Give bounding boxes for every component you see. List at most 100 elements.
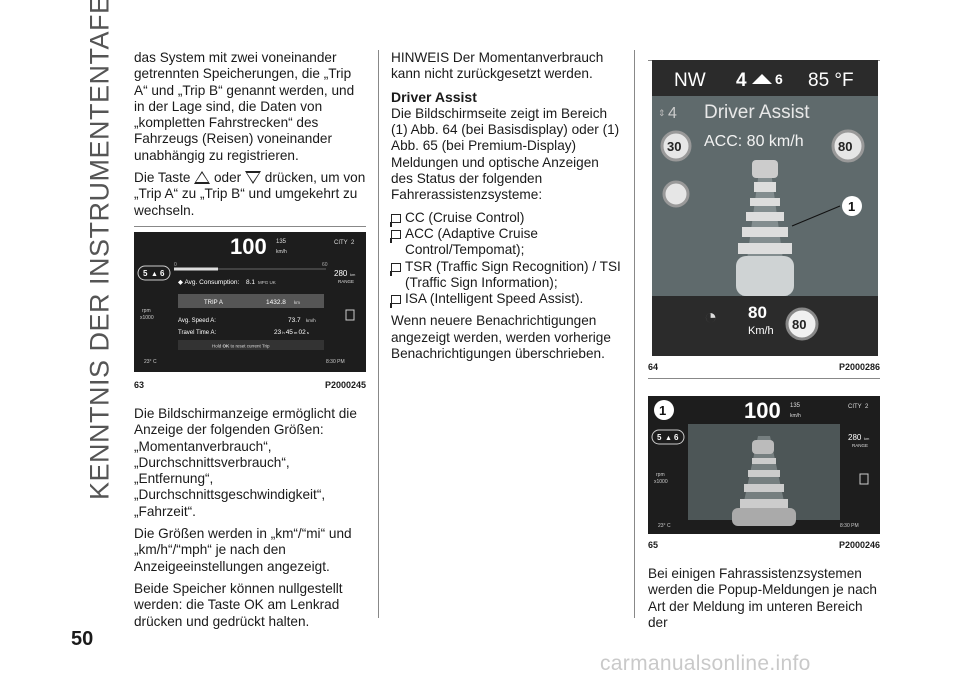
travel-time-label: Travel Time A: bbox=[178, 330, 216, 336]
rpm-label: rpm bbox=[656, 472, 665, 478]
rpm-unit: x1000 bbox=[654, 479, 668, 485]
gear-shift-icon bbox=[752, 74, 772, 84]
gear-shift-arrow: ▲ bbox=[151, 271, 158, 278]
column-1-lower: Die Bildschirmanzeige ermöglicht die Anz… bbox=[134, 406, 366, 636]
right-speed-limit: 80 bbox=[838, 139, 852, 154]
paragraph: Wenn neuere Benachrichtigungen angezeigt… bbox=[391, 313, 611, 362]
speed-sign: 80 bbox=[792, 317, 806, 332]
speed-unit: km/h bbox=[790, 413, 801, 419]
cruise-control-icon: ◔ bbox=[704, 304, 717, 329]
gear-small: 4 bbox=[668, 105, 677, 122]
avg-speed-value: 73.7 bbox=[288, 317, 301, 324]
drive-mode-number: 2 bbox=[865, 404, 869, 410]
drive-mode-number: 2 bbox=[351, 240, 355, 246]
speed-limit: 135 bbox=[276, 239, 287, 245]
range-value: 280 bbox=[334, 269, 348, 278]
gear-current: 4 bbox=[736, 70, 747, 91]
watermark: carmanualsonline.info bbox=[600, 652, 811, 675]
drive-mode: CITY bbox=[334, 240, 348, 246]
rpm-label: rpm bbox=[142, 308, 151, 314]
rpm-unit: x1000 bbox=[140, 315, 154, 321]
paragraph: Die Größen werden in „km“/“mi“ und „km/h… bbox=[134, 526, 352, 574]
range-label: RANGE bbox=[852, 443, 868, 448]
callout-1: 1 bbox=[848, 199, 855, 214]
avg-speed-unit: km/h bbox=[306, 318, 316, 323]
range-unit: km bbox=[350, 272, 356, 277]
paragraph: das System mit zwei voneinander getrennt… bbox=[134, 50, 355, 163]
consumption-value: 8.1 bbox=[246, 279, 255, 286]
rule-col1 bbox=[134, 226, 366, 227]
figure-65-image: 1 100 135 km/h CITY 2 5 ▲ 6 280 km RANGE… bbox=[648, 396, 880, 534]
acc-setting: ACC: 80 km/h bbox=[704, 133, 804, 150]
reset-hint: Hold OK to reset current Trip bbox=[212, 344, 270, 349]
consumption-unit: MPG UK bbox=[258, 280, 276, 285]
triangle-up-button-icon bbox=[194, 171, 211, 185]
list-item: ISA (Intelligent Speed Assist). bbox=[390, 291, 621, 309]
left-speed-limit: 30 bbox=[667, 139, 681, 154]
column-3-lower: Bei einigen Fahrassistenzsystemen werden… bbox=[648, 566, 880, 637]
paragraph: Die Taste oder drücken, um von „Trip A“ … bbox=[134, 170, 366, 218]
gear-current: 5 bbox=[657, 433, 662, 442]
gear-current: 5 bbox=[143, 269, 148, 278]
fuel-pump-icon bbox=[345, 309, 355, 321]
paragraph: Beide Speicher können nullgestellt werde… bbox=[134, 580, 343, 629]
column-divider-2 bbox=[634, 50, 635, 618]
speed-limit: 135 bbox=[790, 403, 801, 409]
gear-next: 6 bbox=[775, 71, 783, 87]
range-label: RANGE bbox=[338, 279, 354, 284]
speed-value: 100 bbox=[744, 398, 781, 423]
own-car-icon bbox=[736, 256, 794, 296]
speed-value: 100 bbox=[230, 234, 267, 259]
gear-next: 6 bbox=[160, 269, 165, 278]
callout-1: 1 bbox=[659, 403, 666, 418]
bullet-icon bbox=[390, 213, 401, 227]
trip-unit: km bbox=[294, 300, 300, 305]
travel-time-value: 23 h 45 m 02 s bbox=[274, 329, 309, 336]
trip-value: 1432.8 bbox=[266, 299, 286, 306]
section-side-title: KENNTNIS DER INSTRUMENTENTAFEL bbox=[84, 0, 115, 501]
screen-title: Driver Assist bbox=[704, 102, 810, 123]
list-item: CC (Cruise Control) bbox=[390, 210, 621, 227]
range-unit: km bbox=[864, 436, 870, 441]
figure-64-image: NW 4 6 85 °F ⇕ 4 Driver Assist 30 ACC: 8… bbox=[652, 60, 878, 356]
compass-heading: NW bbox=[674, 70, 706, 91]
lead-car-icon bbox=[752, 160, 778, 178]
gear-next: 6 bbox=[674, 433, 679, 442]
paragraph: Die Bildschirmseite zeigt im Bereich (1)… bbox=[391, 105, 620, 203]
list-item: TSR (Traffic Sign Recognition) / TSI (Tr… bbox=[390, 259, 621, 292]
section-heading: Driver Assist bbox=[391, 88, 477, 105]
bullet-icon bbox=[390, 262, 401, 276]
drive-mode: CITY bbox=[848, 404, 862, 410]
paragraph: HINWEIS Der Momentanverbrauch kann nicht… bbox=[391, 50, 604, 82]
bullet-icon bbox=[390, 229, 401, 243]
column-2: HINWEIS Der Momentanverbrauch kann nicht… bbox=[390, 50, 621, 368]
scale-min: 0 bbox=[174, 262, 177, 268]
column-divider-1 bbox=[378, 50, 379, 618]
set-speed-unit: Km/h bbox=[748, 325, 774, 337]
own-car-icon bbox=[732, 508, 796, 526]
gear-shift-arrow: ▲ bbox=[665, 435, 672, 442]
column-1: das System mit zwei voneinander getrennt… bbox=[134, 50, 366, 225]
clock: 8:30 PM bbox=[840, 523, 859, 529]
consumption-label: ◆ Avg. Consumption: bbox=[178, 279, 239, 286]
clock: 8:30 PM bbox=[326, 359, 345, 365]
overtake-ban-icon bbox=[662, 180, 690, 208]
trip-label: TRIP A bbox=[204, 300, 223, 306]
gear-shift-small-icon: ⇕ bbox=[658, 108, 666, 118]
figure-63-image: 100 135 km/h CITY 2 5 ▲ 6 0 60 280 km RA… bbox=[134, 232, 366, 372]
rule-fig64 bbox=[648, 378, 880, 379]
avg-speed-label: Avg. Speed A: bbox=[178, 318, 216, 324]
triangle-down-button-icon bbox=[244, 171, 261, 185]
paragraph: Die Bildschirmanzeige ermöglicht die Anz… bbox=[134, 406, 357, 519]
lead-car-icon bbox=[752, 440, 774, 454]
fuel-pump-icon bbox=[859, 473, 869, 485]
paragraph: Bei einigen Fahrassistenzsystemen werden… bbox=[648, 566, 877, 630]
list-item: ACC (Adaptive Cruise Control/Tempomat); bbox=[390, 226, 621, 259]
outside-temp: 23° C bbox=[144, 359, 157, 365]
set-speed: 80 bbox=[748, 303, 767, 322]
range-value: 280 bbox=[848, 433, 862, 442]
outside-temp: 85 °F bbox=[808, 70, 854, 91]
